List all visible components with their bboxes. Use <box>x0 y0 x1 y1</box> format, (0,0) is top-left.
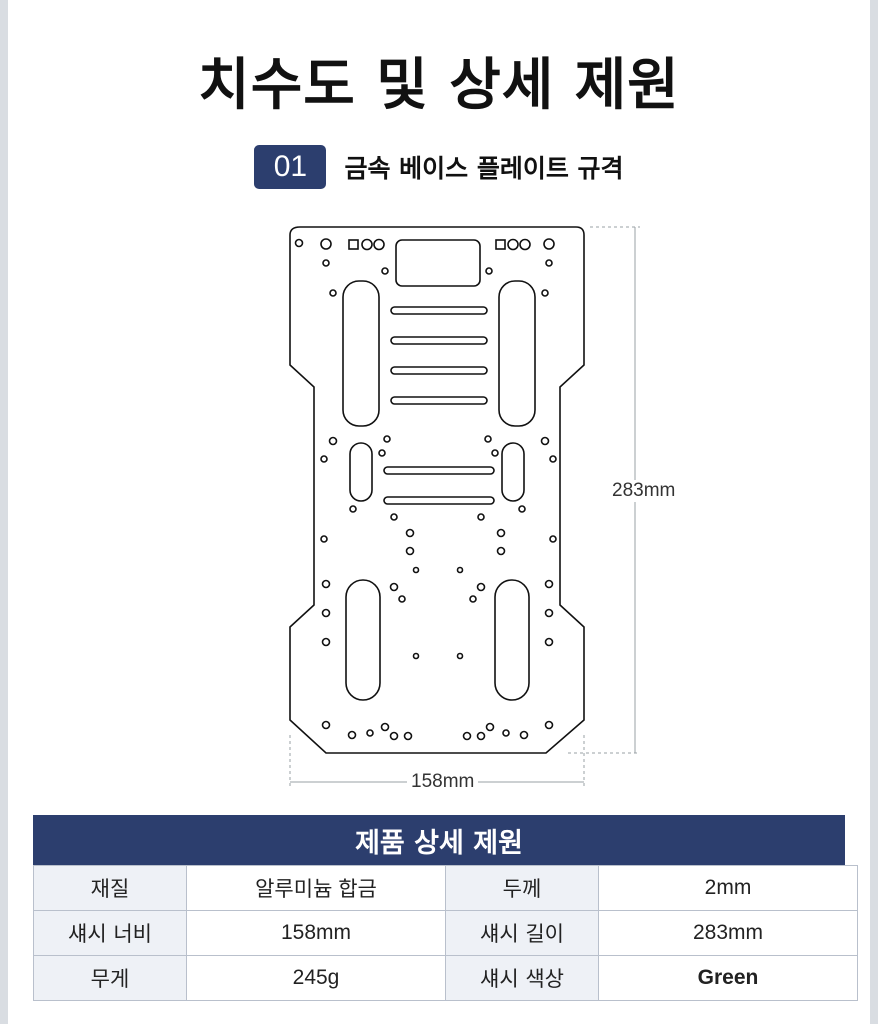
section-title: 금속 베이스 플레이트 규격 <box>344 154 624 183</box>
spec-label: 두께 <box>445 865 599 911</box>
left-bottom-slot <box>345 579 381 701</box>
spec-label: 무게 <box>33 955 187 1001</box>
page-title: 치수도 및 상세 제원 <box>198 53 680 118</box>
spec-table: 재질 알루미늄 합금 두께 2mm 섀시 너비 158mm 섀시 길이 283m… <box>33 865 858 1001</box>
table-row: 섀시 너비 158mm 섀시 길이 283mm <box>33 910 858 956</box>
left-long-slot <box>342 280 380 427</box>
spec-table-header: 제품 상세 제원 <box>33 815 845 865</box>
mounting-holes <box>294 238 557 741</box>
section-number-badge: 01 <box>254 145 327 189</box>
base-plate-drawing <box>289 226 640 787</box>
right-mid-slot <box>501 442 525 502</box>
width-dimension-label: 158mm <box>407 771 479 793</box>
spec-value: 158mm <box>186 910 446 956</box>
section-header: 01 금속 베이스 플레이트 규격 <box>8 145 870 189</box>
spec-table-section: 제품 상세 제원 재질 알루미늄 합금 두께 2mm 섀시 너비 158mm 섀… <box>33 815 858 1001</box>
spec-value: 2mm <box>598 865 858 911</box>
table-row: 무게 245g 섀시 색상 Green <box>33 955 858 1001</box>
spec-label: 섀시 길이 <box>445 910 599 956</box>
spec-value: 245g <box>186 955 446 1001</box>
spec-value: Green <box>598 955 858 1001</box>
spec-label: 섀시 너비 <box>33 910 187 956</box>
table-row: 재질 알루미늄 합금 두께 2mm <box>33 865 858 911</box>
height-dimension-label: 283mm <box>608 480 680 502</box>
product-detail-page: 치수도 및 상세 제원 01 금속 베이스 플레이트 규격 <box>8 0 870 1024</box>
left-mid-slot <box>349 442 373 502</box>
spec-label: 섀시 색상 <box>445 955 599 1001</box>
spec-label: 재질 <box>33 865 187 911</box>
top-window <box>395 239 481 287</box>
spec-value: 알루미늄 합금 <box>186 865 446 911</box>
right-long-slot <box>498 280 536 427</box>
right-bottom-slot <box>494 579 530 701</box>
spec-value: 283mm <box>598 910 858 956</box>
plate-outline <box>289 226 585 754</box>
